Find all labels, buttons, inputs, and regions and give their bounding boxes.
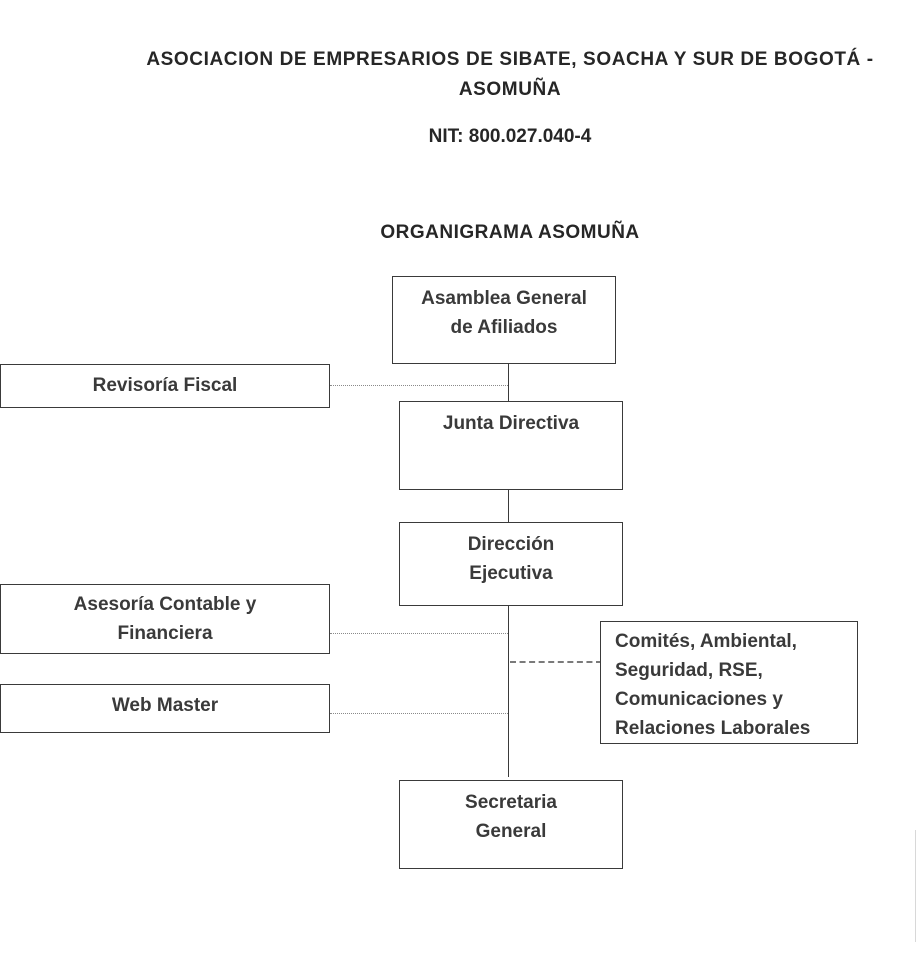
node-comites: Comités, Ambiental, Seguridad, RSE, Comu… xyxy=(600,621,858,744)
org-chart-title: ORGANIGRAMA ASOMUÑA xyxy=(380,222,640,243)
association-name: ASOCIACION DE EMPRESARIOS DE SIBATE, SOA… xyxy=(146,49,874,70)
connector-asamblea-junta xyxy=(508,363,509,403)
nit-number: NIT: 800.027.040-4 xyxy=(428,126,592,147)
connector-revisoria xyxy=(330,385,508,386)
edge-divider xyxy=(915,830,916,942)
node-asesoria-label: Asesoría Contable y Financiera xyxy=(73,594,257,644)
connector-direccion-secretaria xyxy=(508,605,509,777)
node-asamblea-general: Asamblea General de Afiliados xyxy=(392,276,616,364)
node-web-master: Web Master xyxy=(0,684,330,733)
node-comites-label: Comités, Ambiental, Seguridad, RSE, Comu… xyxy=(615,631,811,739)
connector-junta-direccion xyxy=(508,489,509,524)
node-direccion-label: Dirección Ejecutiva xyxy=(467,534,555,584)
node-junta-label: Junta Directiva xyxy=(442,413,580,434)
node-webmaster-label: Web Master xyxy=(111,695,219,716)
association-acronym: ASOMUÑA xyxy=(458,79,562,100)
connector-comites xyxy=(510,661,602,663)
node-secretaria-general: Secretaria General xyxy=(399,780,623,869)
node-revisoria-fiscal: Revisoría Fiscal xyxy=(0,364,330,408)
node-revisoria-label: Revisoría Fiscal xyxy=(92,375,238,396)
node-asesoria-contable: Asesoría Contable y Financiera xyxy=(0,584,330,654)
connector-webmaster xyxy=(330,713,508,714)
node-asamblea-label: Asamblea General de Afiliados xyxy=(421,288,587,338)
node-junta-directiva: Junta Directiva xyxy=(399,401,623,490)
connector-asesoria xyxy=(330,633,508,634)
node-secretaria-label: Secretaria General xyxy=(465,792,557,842)
node-direccion-ejecutiva: Dirección Ejecutiva xyxy=(399,522,623,606)
